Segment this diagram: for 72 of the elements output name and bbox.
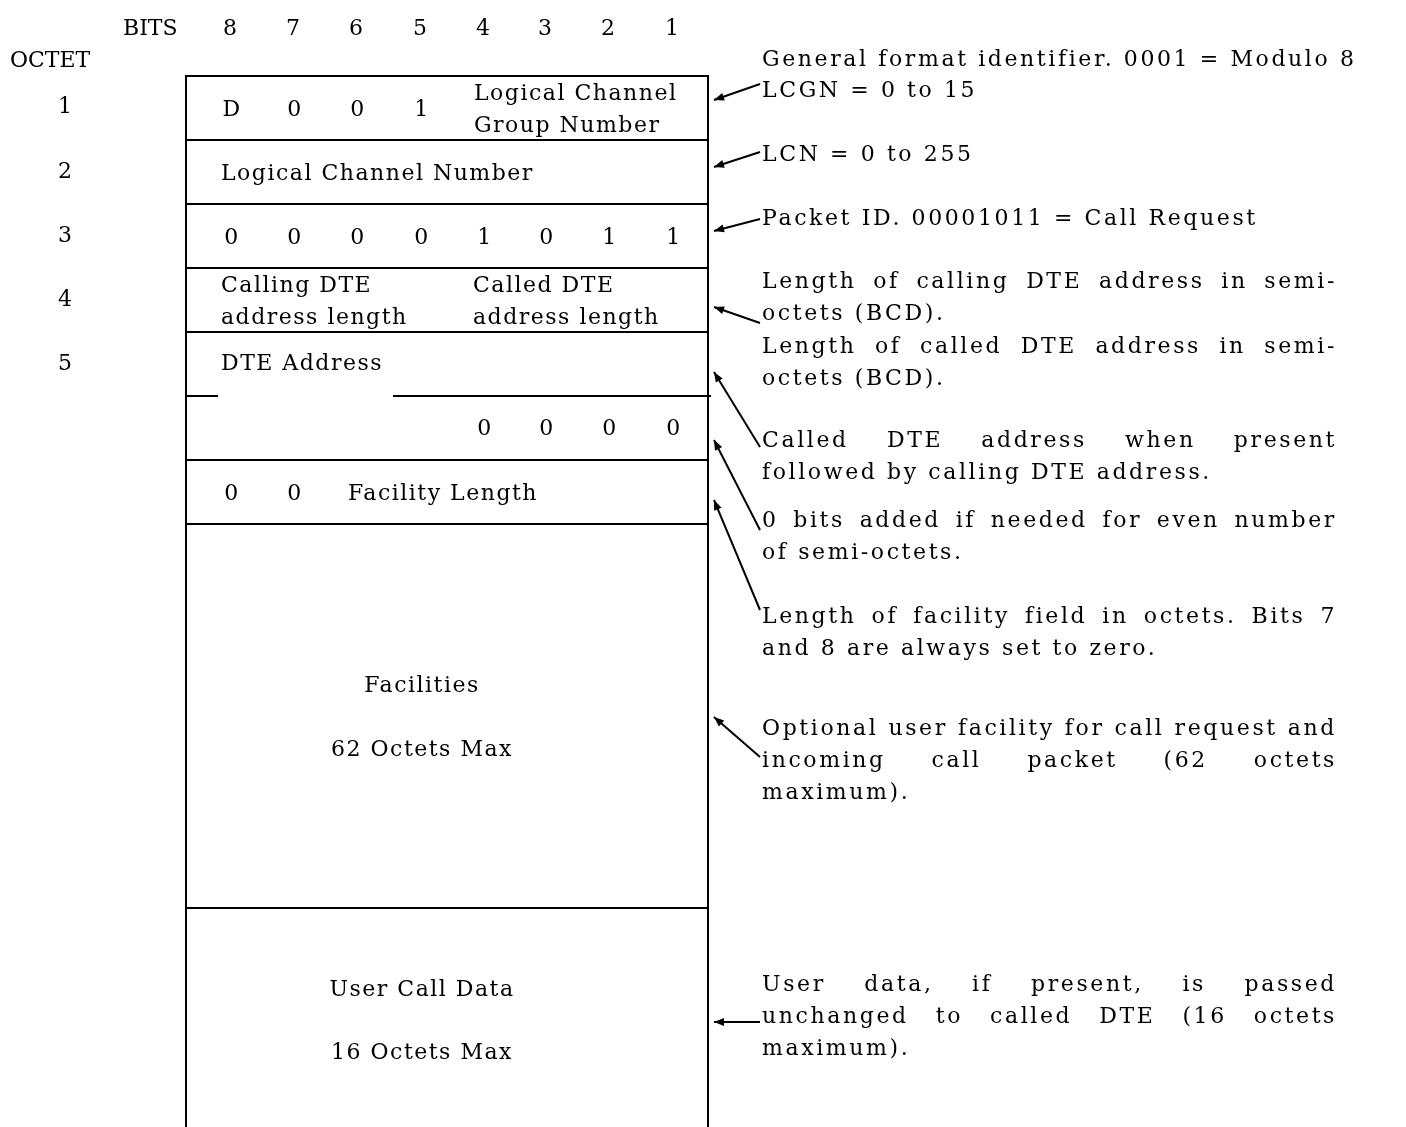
- annotation-text: 0 bits added if needed for even number of semi-octets.: [762, 504, 1337, 568]
- bit-number: 5: [413, 14, 427, 40]
- bit-value: D: [222, 95, 242, 123]
- bit-value: 0: [287, 223, 303, 251]
- packet-field-row: [185, 523, 709, 907]
- bit-value: 0: [602, 414, 618, 442]
- bit-value: 0: [666, 414, 682, 442]
- annotation-text: User data, if present, is passed unchanged to called DTE (16 octets maximum).: [762, 968, 1337, 1064]
- bit-value: 0: [287, 95, 303, 123]
- bit-value: 0: [350, 223, 366, 251]
- annotation-text: Length of calling DTE address in semi-octets (BCD).: [762, 265, 1337, 329]
- leader-arrow: [713, 716, 761, 758]
- bit-value: 0: [414, 223, 430, 251]
- packet-field-row: [185, 907, 709, 1127]
- field-name: Called DTE address length: [473, 271, 661, 331]
- leader-arrow: [713, 1018, 761, 1026]
- annotation-text: Length of called DTE address in semi-octets (BCD).: [762, 332, 1337, 392]
- field-name: DTE Address: [221, 349, 384, 377]
- field-name: Calling DTE address length: [221, 271, 409, 331]
- size-note: 62 Octets Max: [331, 735, 513, 763]
- leader-arrow: [713, 371, 761, 448]
- annotation-text: Called DTE address when present followed by calling DTE address.: [762, 424, 1337, 488]
- bit-number: 4: [476, 14, 490, 40]
- bit-value: 1: [477, 223, 493, 251]
- bits-heading: BITS: [123, 14, 178, 40]
- bit-value: 1: [666, 223, 682, 251]
- leader-arrow: [713, 151, 761, 168]
- size-note: 16 Octets Max: [331, 1038, 513, 1066]
- leader-arrow: [713, 499, 761, 611]
- annotation-text: General format identifier. 0001 = Modulo 8: [762, 45, 1357, 71]
- bit-value: 0: [539, 223, 555, 251]
- field-name: Logical Channel Number: [221, 159, 534, 187]
- bit-value: 0: [224, 223, 240, 251]
- field-name: Facilities: [364, 671, 480, 699]
- bit-number: 6: [349, 14, 363, 40]
- bit-value: 1: [602, 223, 618, 251]
- annotation-text: Optional user facility for call request and incoming call packet (62 octets maximum).: [762, 712, 1337, 808]
- bit-number: 7: [286, 14, 300, 40]
- packet-field-row: [185, 139, 709, 203]
- packet-field-row: [185, 267, 709, 331]
- field-name: User Call Data: [329, 975, 515, 1003]
- leader-arrow: [713, 306, 761, 324]
- leader-arrow: [713, 439, 761, 531]
- annotation-text: Packet ID. 00001011 = Call Request: [762, 202, 1258, 234]
- packet-field-row: [185, 395, 709, 459]
- leader-arrow: [713, 218, 761, 233]
- bit-number: 8: [223, 14, 237, 40]
- packet-field-row: [185, 331, 709, 395]
- octet-number: 5: [58, 349, 72, 375]
- field-name: Facility Length: [348, 479, 538, 507]
- bit-value: 0: [539, 414, 555, 442]
- bit-value: 0: [477, 414, 493, 442]
- annotation-text: Length of facility field in octets. Bits 7 and 8 are always set to zero.: [762, 600, 1337, 664]
- packet-field-row: [185, 203, 709, 267]
- packet-field-row: [185, 459, 709, 523]
- field-name: Logical Channel Group Number: [474, 79, 679, 139]
- octet-number: 2: [58, 157, 72, 183]
- octet-number: 3: [58, 221, 72, 247]
- bit-value: 0: [350, 95, 366, 123]
- annotation-text: LCN = 0 to 255: [762, 138, 974, 170]
- packet-field-row: [185, 75, 709, 139]
- bit-number: 2: [601, 14, 615, 40]
- annotation-text: LCGN = 0 to 15: [762, 74, 978, 106]
- leader-arrow: [713, 83, 761, 101]
- bit-number: 1: [665, 14, 679, 40]
- bit-value: 0: [287, 479, 303, 507]
- octet-heading: OCTET: [10, 46, 91, 72]
- octet-number: 1: [58, 92, 72, 118]
- octet-number: 4: [58, 285, 72, 311]
- bit-value: 0: [224, 479, 240, 507]
- bit-value: 1: [414, 95, 430, 123]
- bit-number: 3: [538, 14, 552, 40]
